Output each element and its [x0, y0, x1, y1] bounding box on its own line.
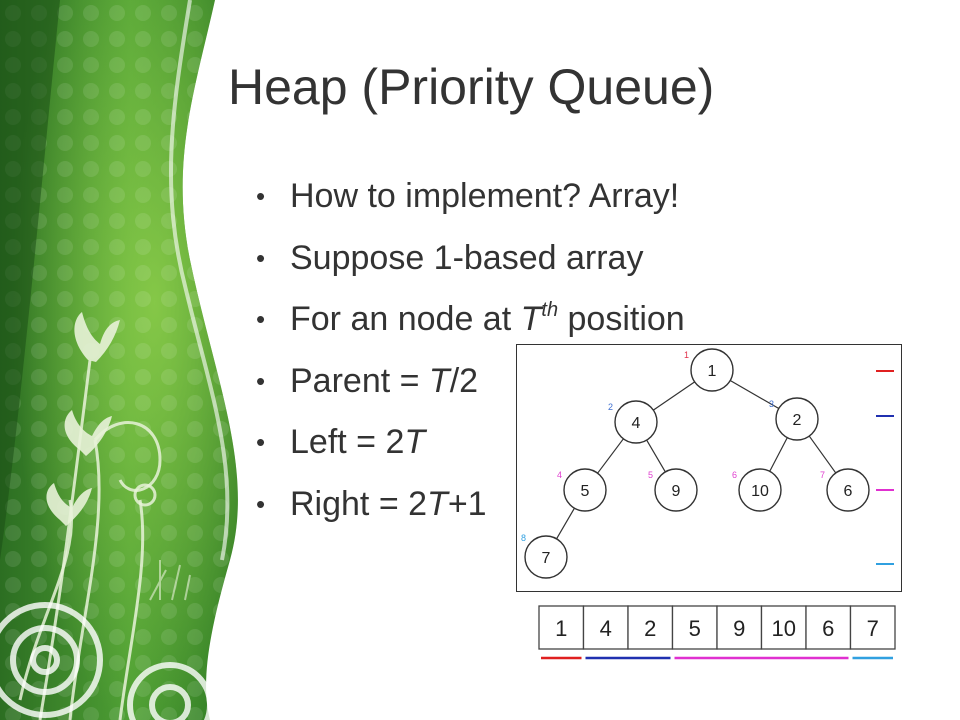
bullet-text: Right = 2T+1: [290, 484, 487, 523]
tree-node-circle: [775, 397, 819, 441]
tree-node-circle: [654, 468, 698, 512]
tree-node-value: 7: [542, 550, 551, 567]
array-cell-value: 9: [733, 616, 745, 641]
bullet-dot-icon: •: [256, 181, 266, 211]
bullet-text: Left = 2T: [290, 423, 426, 462]
tree-node: 95: [648, 468, 698, 512]
bullet-item: • Right = 2T+1: [256, 482, 685, 544]
array-cell: [627, 605, 674, 650]
array-cell-value: 5: [689, 616, 701, 641]
array-cell: [582, 605, 629, 650]
tree-node: 78: [521, 533, 568, 579]
tree-node-index: 7: [820, 470, 825, 480]
bullet-dot-icon: •: [256, 304, 266, 335]
tree-edge: [808, 435, 837, 474]
tree-node-value: 6: [844, 483, 853, 500]
bullet-dot-icon: •: [256, 365, 266, 396]
tree-node: 54: [557, 468, 607, 512]
tree-node-circle: [614, 400, 658, 444]
tree-node-value: 10: [751, 483, 769, 500]
tree-node-circle: [563, 468, 607, 512]
tree-node-value: 5: [581, 483, 590, 500]
bullet-item: • Suppose 1-based array: [256, 236, 685, 298]
bullet-item: • Left = 2T: [256, 420, 685, 482]
heap-array: 1 4 2 5 9 10 6 7: [538, 605, 896, 660]
tree-node-index: 3: [769, 399, 774, 409]
tree-node-index: 2: [608, 402, 613, 412]
tree-node-circle: [524, 535, 568, 579]
tree-node-index: 8: [521, 533, 526, 543]
array-cell: [849, 605, 896, 650]
tree-node-value: 2: [793, 412, 802, 429]
array-cell-value: 2: [644, 616, 656, 641]
tree-edge: [597, 438, 624, 474]
tree-edge: [729, 379, 780, 410]
tree-node: 67: [820, 468, 870, 512]
tree-node: 42: [608, 400, 658, 444]
slide-title: Heap (Priority Queue): [228, 59, 715, 115]
bullet-item: • For an node at Tth position: [256, 297, 685, 359]
tree-node-circle: [690, 348, 734, 392]
array-cell-value: 1: [555, 616, 567, 641]
array-cell-value: 7: [867, 616, 879, 641]
array-cell-value: 4: [600, 616, 612, 641]
array-cell-value: 10: [772, 616, 796, 641]
bullet-dot-icon: •: [256, 242, 266, 273]
tree-node: 11: [684, 348, 734, 392]
tree-node: 10 6: [732, 468, 782, 512]
bullet-text: How to implement? Array!: [290, 177, 680, 215]
tree-node-value: 9: [672, 483, 681, 500]
bullet-text: Suppose 1-based array: [290, 238, 644, 277]
tree-edge: [556, 507, 575, 540]
bullet-text: For an node at Tth position: [290, 299, 685, 339]
bullet-item: • How to implement? Array!: [256, 174, 685, 236]
bullet-item: • Parent = T/2: [256, 359, 685, 421]
tree-node-index: 4: [557, 470, 562, 480]
tree-node-index: 6: [732, 470, 737, 480]
bullet-dot-icon: •: [256, 427, 266, 458]
tree-edge: [769, 437, 788, 472]
tree-node-value: 1: [708, 363, 717, 380]
array-cell: [805, 605, 852, 650]
tree-node-index: 5: [648, 470, 653, 480]
bullet-list: • How to implement? Array! • Suppose 1-base…: [256, 174, 685, 544]
tree-node-circle: [738, 468, 782, 512]
tree-node-circle: [826, 468, 870, 512]
bullet-dot-icon: •: [256, 488, 266, 519]
tree-edge: [652, 381, 696, 411]
bullet-text: Parent = T/2: [290, 361, 479, 400]
array-cell-value: 6: [822, 616, 834, 641]
tree-node: 23: [769, 397, 819, 441]
tree-edge: [646, 439, 666, 473]
tree-node-index: 1: [684, 350, 689, 360]
array-cell: [760, 605, 807, 650]
tree-node-value: 4: [632, 415, 641, 432]
